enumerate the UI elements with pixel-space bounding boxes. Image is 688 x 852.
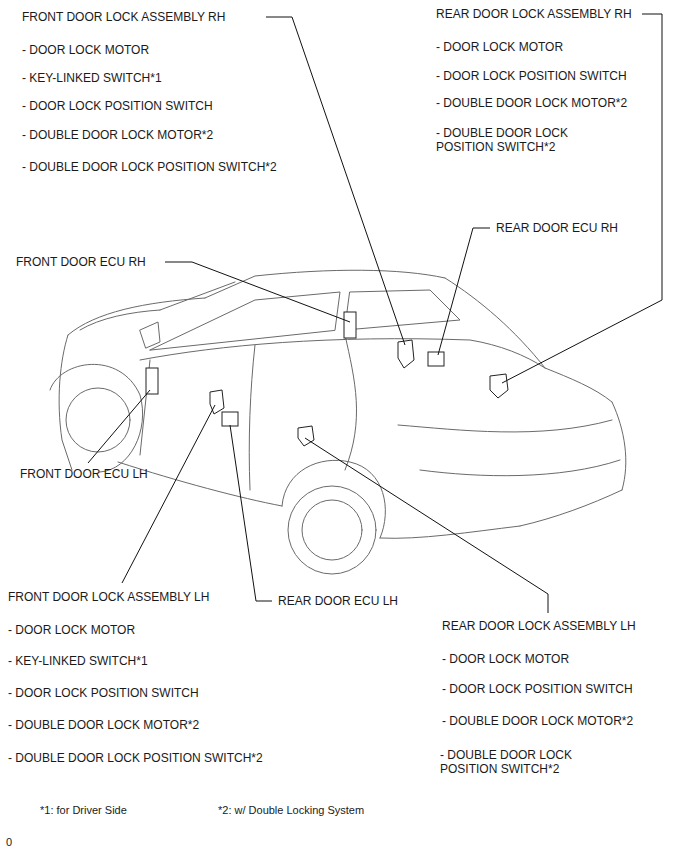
rear-door-lock-lh xyxy=(298,426,314,446)
leader-line xyxy=(122,405,215,583)
leader-line xyxy=(305,438,548,613)
leader-line xyxy=(88,390,150,463)
sub-item: - DOUBLE DOOR LOCK POSITION SWITCH*2 xyxy=(22,160,277,174)
leader-line xyxy=(266,17,405,345)
sub-item: - DOUBLE DOOR LOCK MOTOR*2 xyxy=(442,714,633,728)
front-door-ecu-lh xyxy=(146,368,158,394)
footnote: *1: for Driver Side xyxy=(40,803,127,817)
car-body xyxy=(50,270,626,574)
sub-item: - KEY-LINKED SWITCH*1 xyxy=(22,71,162,85)
sub-item: - DOUBLE DOOR LOCK MOTOR*2 xyxy=(436,96,627,110)
sub-item: - DOOR LOCK POSITION SWITCH xyxy=(436,69,627,83)
leader-line xyxy=(230,425,272,601)
leader-line xyxy=(438,228,490,355)
part-name: FRONT DOOR ECU LH xyxy=(20,467,148,481)
part-name: REAR DOOR ECU RH xyxy=(496,221,618,235)
sub-item: - DOOR LOCK MOTOR xyxy=(22,43,149,57)
door-components xyxy=(146,312,508,446)
sub-item: - DOOR LOCK POSITION SWITCH xyxy=(8,686,199,700)
sub-item: - DOUBLE DOOR LOCK MOTOR*2 xyxy=(8,718,199,732)
sub-item: - DOOR LOCK POSITION SWITCH xyxy=(442,682,633,696)
rear-door-lock-rh xyxy=(490,374,508,398)
leader-line xyxy=(165,262,350,322)
page-number: 0 xyxy=(6,835,12,849)
part-name: REAR DOOR LOCK ASSEMBLY LH xyxy=(442,619,636,633)
sub-item: - DOUBLE DOOR LOCK POSITION SWITCH*2 xyxy=(436,126,586,154)
sub-item: - DOOR LOCK MOTOR xyxy=(8,623,135,637)
front-door-lock-rh xyxy=(398,340,414,368)
part-name: FRONT DOOR ECU RH xyxy=(16,255,146,269)
front-door-ecu-rh xyxy=(344,312,356,338)
part-name: FRONT DOOR LOCK ASSEMBLY RH xyxy=(22,10,225,24)
sub-item: - KEY-LINKED SWITCH*1 xyxy=(8,654,148,668)
rear-door-ecu-rh xyxy=(428,352,444,366)
sub-item: - DOUBLE DOOR LOCK POSITION SWITCH*2 xyxy=(8,751,263,765)
footnote: *2: w/ Double Locking System xyxy=(218,803,364,817)
part-name: REAR DOOR ECU LH xyxy=(278,594,398,608)
sub-item: - DOOR LOCK POSITION SWITCH xyxy=(22,99,213,113)
part-name: REAR DOOR LOCK ASSEMBLY RH xyxy=(436,7,632,21)
sub-item: - DOUBLE DOOR LOCK POSITION SWITCH*2 xyxy=(440,748,600,776)
sub-item: - DOUBLE DOOR LOCK MOTOR*2 xyxy=(22,128,213,142)
sub-item: - DOOR LOCK MOTOR xyxy=(442,652,569,666)
rear-door-ecu-lh xyxy=(222,412,238,426)
sub-item: - DOOR LOCK MOTOR xyxy=(436,40,563,54)
part-name: FRONT DOOR LOCK ASSEMBLY LH xyxy=(8,590,209,604)
